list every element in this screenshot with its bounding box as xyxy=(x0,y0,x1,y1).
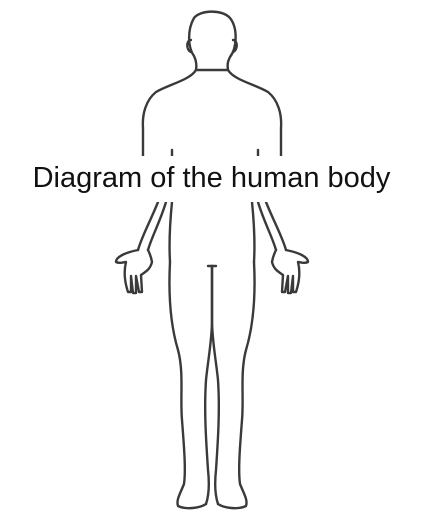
right-shoulder-outline xyxy=(228,70,281,156)
left-shoulder-outline xyxy=(143,70,196,156)
left-leg-outer xyxy=(169,262,206,508)
right-arm-outer xyxy=(266,202,286,250)
right-leg-outer xyxy=(218,262,255,508)
right-hand-outline xyxy=(272,250,308,293)
left-torso-outline xyxy=(170,202,172,262)
left-arm-inner xyxy=(148,202,166,250)
head-outline xyxy=(189,12,236,70)
right-arm-inner xyxy=(258,202,276,250)
right-leg-inner xyxy=(212,266,219,504)
left-arm-outer xyxy=(138,202,158,250)
right-torso-outline xyxy=(252,202,254,262)
left-hand-outline xyxy=(116,250,152,293)
diagram-caption: Diagram of the human body xyxy=(0,158,423,198)
